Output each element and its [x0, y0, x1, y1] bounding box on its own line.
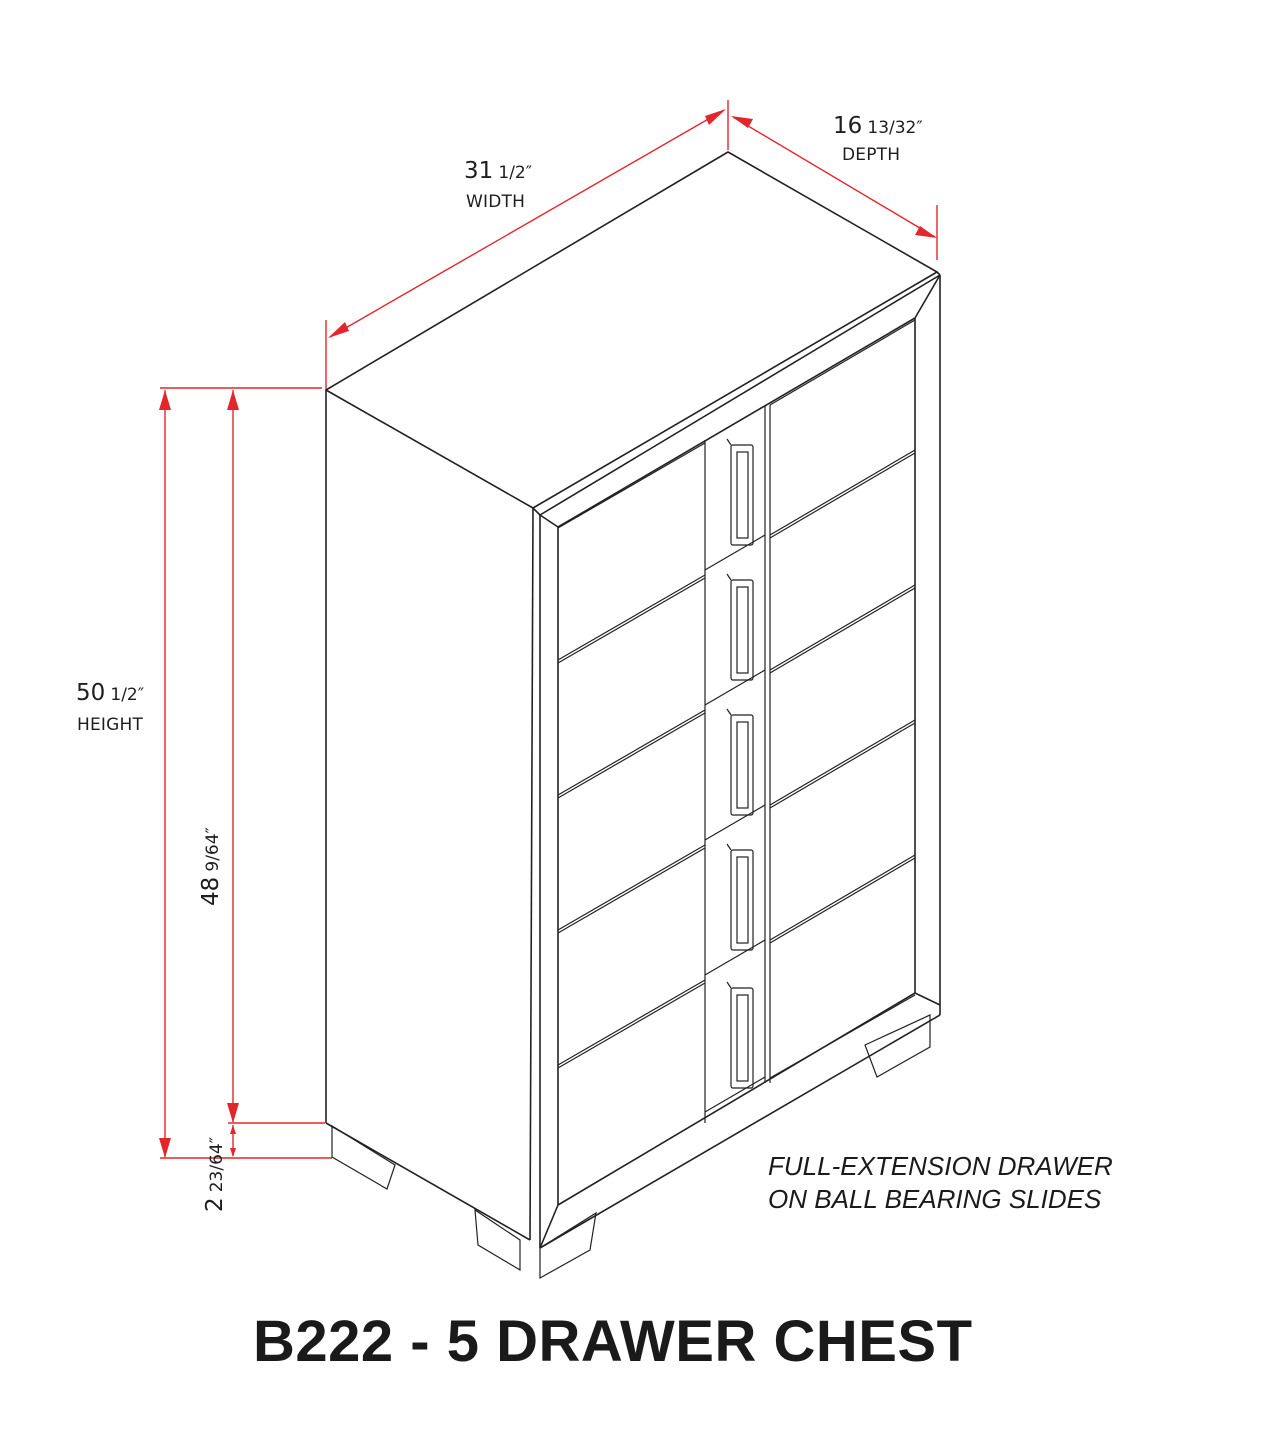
handle-icon	[726, 843, 754, 951]
handle-icon	[726, 573, 754, 681]
width-value-whole: 31	[464, 158, 494, 184]
depth-dimension-line	[731, 116, 938, 260]
feature-note-line-2: ON BALL BEARING SLIDES	[768, 1184, 1102, 1214]
depth-caption: DEPTH	[842, 145, 901, 165]
height-dimension-line	[159, 387, 332, 1159]
leg-height-label: 2 23/64″	[202, 1137, 228, 1212]
width-caption: WIDTH	[466, 192, 526, 212]
width-dimension-line	[325, 100, 729, 390]
body-height-dimension-line	[227, 390, 325, 1124]
body-height-value-fraction: 9/64″	[203, 827, 223, 872]
chest-side-panel	[325, 390, 534, 1241]
product-title: B222 - 5 DRAWER CHEST	[253, 1309, 973, 1374]
depth-value-fraction: 13/32″	[867, 118, 923, 138]
handle-icon	[726, 708, 754, 816]
feature-note-line-1: FULL-EXTENSION DRAWER	[768, 1151, 1113, 1181]
handle-icon	[726, 981, 754, 1089]
drawer-handles	[726, 438, 754, 1089]
leg-height-value-whole: 2	[202, 1197, 228, 1212]
right-drawer-faces	[769, 319, 916, 1079]
width-value-fraction: 1/2″	[498, 163, 533, 183]
height-label: 50 1/2″	[76, 680, 144, 706]
chest-top	[325, 151, 938, 509]
handle-icon	[726, 438, 754, 546]
body-height-label: 48 9/64″	[198, 827, 224, 906]
depth-label: 16 13/32″	[833, 113, 923, 139]
front-frame	[532, 271, 941, 1249]
center-drawer-splits	[704, 534, 766, 1113]
width-label: 31 1/2″	[464, 158, 532, 184]
center-handle-column	[704, 405, 771, 1123]
feature-note: FULL-EXTENSION DRAWER ON BALL BEARING SL…	[768, 1150, 1113, 1216]
left-drawer-faces	[557, 442, 706, 1069]
chest-feet	[331, 1014, 931, 1280]
height-value-fraction: 1/2″	[110, 685, 145, 705]
depth-value-whole: 16	[833, 113, 863, 139]
leg-height-value-fraction: 23/64″	[207, 1136, 227, 1193]
body-height-value-whole: 48	[198, 876, 224, 906]
height-value-whole: 50	[76, 680, 106, 706]
height-caption: HEIGHT	[77, 715, 144, 735]
leg-height-dimension-line	[230, 1125, 236, 1157]
